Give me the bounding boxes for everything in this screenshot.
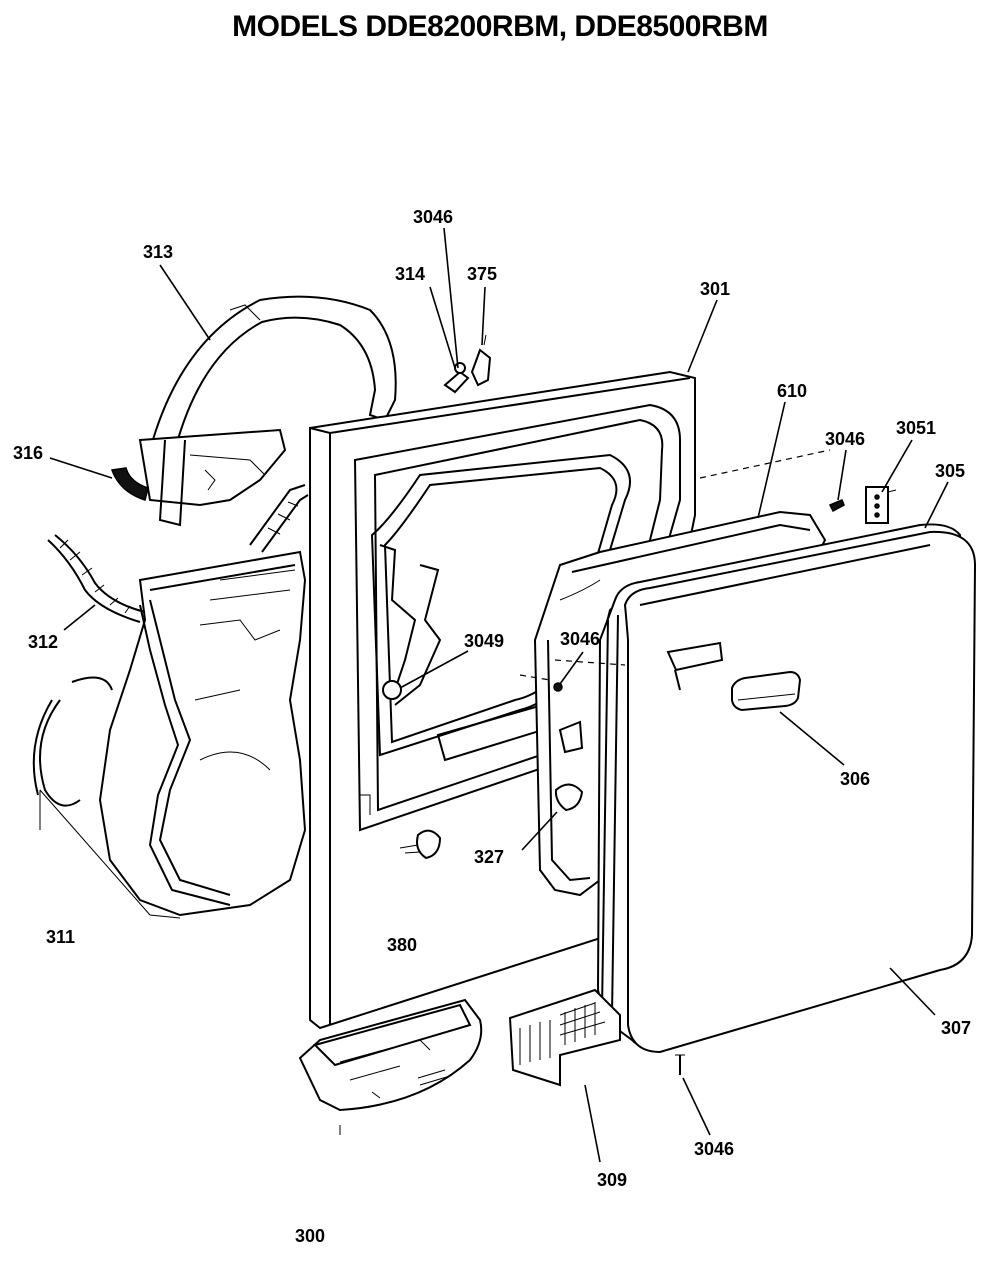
door-liner-610 xyxy=(533,510,827,897)
callout-labels: 3046 313 314 375 301 610 3046 3051 305 3… xyxy=(13,207,971,1246)
vent-grille-309 xyxy=(508,988,621,1087)
callout-380: 380 xyxy=(387,935,417,955)
diagram-title: MODELS DDE8200RBM, DDE8500RBM xyxy=(232,10,768,43)
callout-312: 312 xyxy=(28,632,58,652)
assembly-lines xyxy=(519,449,831,681)
leader-lines xyxy=(49,227,949,1163)
outer-door-307 xyxy=(596,486,977,1075)
callout-307: 307 xyxy=(941,1018,971,1038)
callout-300: 300 xyxy=(295,1226,325,1246)
callout-305: 305 xyxy=(935,461,965,481)
callout-610: 610 xyxy=(777,381,807,401)
upper-support-313 xyxy=(110,295,397,553)
callout-309: 309 xyxy=(597,1170,627,1190)
callout-314: 314 xyxy=(395,264,425,284)
callout-3046-top: 3046 xyxy=(413,207,453,227)
callout-3049: 3049 xyxy=(464,631,504,651)
callout-327: 327 xyxy=(474,847,504,867)
callout-316: 316 xyxy=(13,443,43,463)
callout-3046-hinge: 3046 xyxy=(825,429,865,449)
lower-housing xyxy=(298,998,483,1135)
felt-seal-312 xyxy=(47,534,146,623)
callout-306: 306 xyxy=(840,769,870,789)
callout-375: 375 xyxy=(467,264,497,284)
callout-3046-bottom: 3046 xyxy=(694,1139,734,1159)
callout-3051: 3051 xyxy=(896,418,936,438)
bulkhead-311 xyxy=(32,550,307,919)
callout-3046-liner: 3046 xyxy=(560,629,600,649)
callout-313: 313 xyxy=(143,242,173,262)
hinge-clips-314-375 xyxy=(443,334,492,394)
callout-311: 311 xyxy=(46,927,75,947)
callout-301: 301 xyxy=(700,279,730,299)
